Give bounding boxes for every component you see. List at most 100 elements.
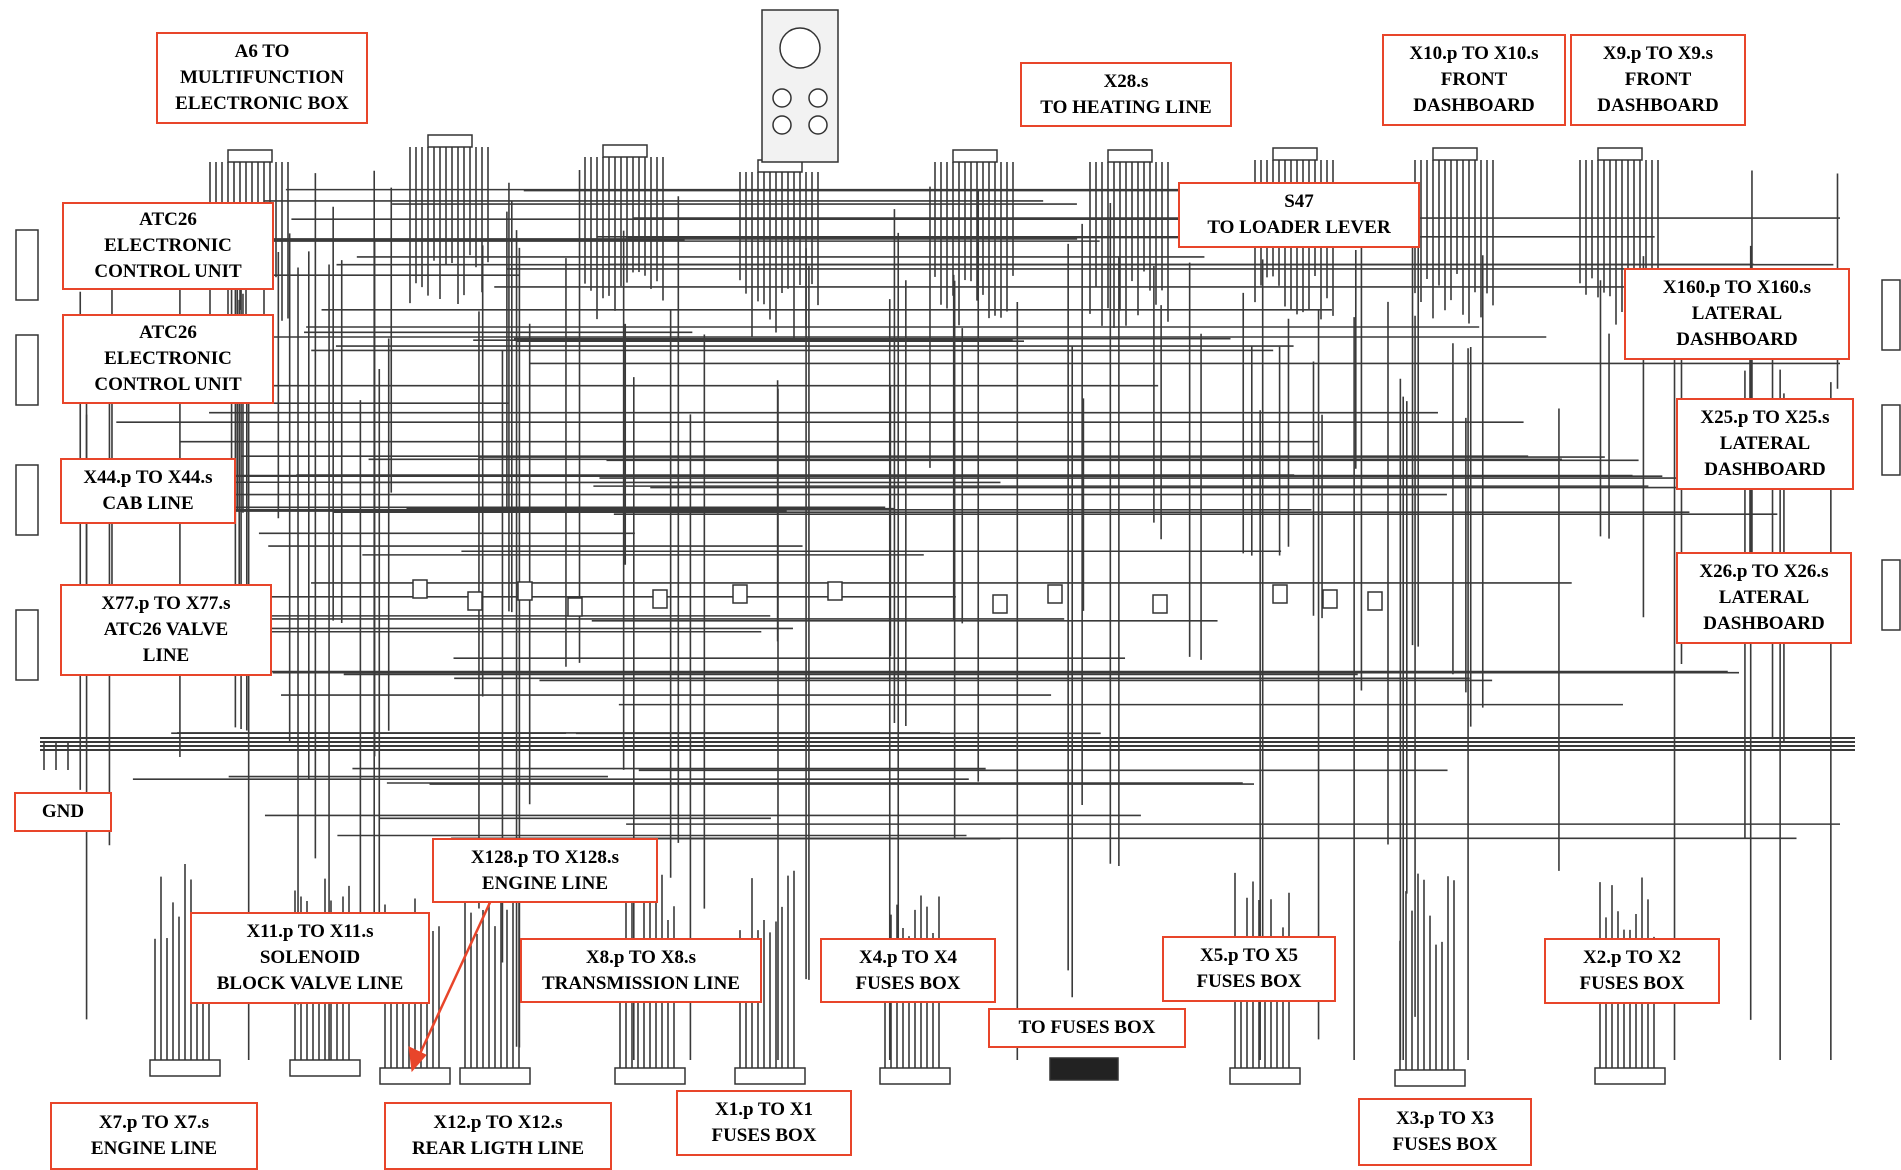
label-line: TO HEATING LINE — [1040, 96, 1212, 118]
label-line: ELECTRONIC BOX — [175, 93, 349, 114]
label-line: X77.p TO X77.s — [101, 593, 231, 614]
label-line: GND — [41, 801, 85, 822]
label-line: CAB LINE — [102, 493, 194, 514]
inline-component — [412, 579, 428, 599]
gauge-icon — [772, 88, 792, 108]
label-line: X2.p TO X2 — [1582, 947, 1682, 968]
label-line: ATC26 — [139, 322, 197, 343]
connector-bottom — [379, 1067, 451, 1085]
label-line: DASHBOARD — [1597, 95, 1719, 116]
connector-left — [15, 334, 39, 406]
label-line: FRONT — [1624, 69, 1692, 90]
label-line: X25.p TO X25.s — [1700, 407, 1830, 428]
label-line: X1.p TO X1 — [714, 1099, 814, 1120]
label-line: FRONT — [1440, 69, 1508, 90]
label-line: X44.p TO X44.s — [83, 467, 213, 488]
label-line: X4.p TO X4 — [858, 946, 958, 968]
connector-bottom — [879, 1067, 951, 1085]
gauge-icon — [808, 115, 828, 135]
label-line: DASHBOARD — [1413, 95, 1535, 116]
label-to-fuses-box: TO FUSES BOX — [988, 1008, 1186, 1048]
label-line: S47 — [1284, 191, 1314, 212]
label-line: REAR LIGTH LINE — [411, 1138, 585, 1159]
harness-components — [15, 9, 1901, 1087]
label-line: X28.s — [1103, 70, 1149, 92]
connector-bottom — [289, 1059, 361, 1077]
gauge-icon — [808, 88, 828, 108]
label-line: X12.p TO X12.s — [433, 1112, 563, 1133]
label-line: X11.p TO X11.s — [246, 921, 374, 942]
label-x1-fuses-box: X1.p TO X1 FUSES BOX — [676, 1090, 852, 1156]
label-line: FUSES BOX — [711, 1125, 817, 1146]
label-line: X8.p TO X8.s — [585, 946, 697, 968]
label-line: TO LOADER LEVER — [1207, 217, 1391, 238]
inline-component — [732, 584, 748, 604]
connector-right — [1881, 404, 1901, 476]
inline-component — [827, 581, 843, 601]
label-line: ELECTRONIC — [104, 235, 232, 256]
label-gnd: GND — [14, 792, 112, 832]
fuse-box-connector — [1049, 1057, 1119, 1081]
connector-bottom — [1229, 1067, 1301, 1085]
pointer-arrow-shaft — [416, 895, 495, 1059]
connector-top — [427, 134, 473, 148]
label-line: ENGINE LINE — [481, 872, 609, 894]
label-line: LATERAL — [1719, 433, 1811, 454]
label-line: X26.p TO X26.s — [1699, 561, 1829, 582]
connector-right — [1881, 559, 1901, 631]
connector-top — [1107, 149, 1153, 163]
label-x4-fuses-box: X4.p TO X4 FUSES BOX — [820, 938, 996, 1003]
inline-component — [1047, 584, 1063, 604]
connector-bottom — [1594, 1067, 1666, 1085]
harness-wires — [40, 147, 1855, 1070]
inline-component — [467, 591, 483, 611]
inline-component — [1272, 584, 1288, 604]
label-line: ELECTRONIC — [104, 348, 232, 369]
inline-component — [567, 597, 583, 617]
label-line: X9.p TO X9.s — [1602, 43, 1714, 64]
connector-bottom — [149, 1059, 221, 1077]
label-line: ENGINE LINE — [90, 1138, 218, 1159]
label-line: SOLENOID — [259, 947, 361, 968]
label-line: X3.p TO X3 — [1395, 1108, 1495, 1129]
label-line: MULTIFUNCTION — [180, 67, 344, 88]
label-line: X160.p TO X160.s — [1662, 277, 1812, 298]
connector-top — [1272, 147, 1318, 161]
connector-bottom — [459, 1067, 531, 1085]
gauge-icon — [779, 27, 821, 69]
label-line: FUSES BOX — [1196, 971, 1302, 992]
connector-left — [15, 229, 39, 301]
inline-component — [992, 594, 1008, 614]
pointer-arrow-head — [408, 1046, 427, 1073]
label-line: FUSES BOX — [1579, 973, 1685, 994]
label-line: LATERAL — [1691, 303, 1783, 324]
inline-component — [517, 581, 533, 601]
label-line: DASHBOARD — [1703, 613, 1825, 634]
gauge-icon — [772, 115, 792, 135]
label-line: BLOCK VALVE LINE — [216, 973, 404, 994]
label-line: CONTROL UNIT — [94, 261, 242, 282]
label-line: FUSES BOX — [855, 972, 961, 994]
connector-right — [1881, 279, 1901, 351]
inline-component — [1322, 589, 1338, 609]
label-line: LINE — [142, 645, 190, 666]
label-s47-loader-lever: S47 TO LOADER LEVER — [1178, 182, 1420, 248]
connector-top — [952, 149, 998, 163]
inline-component — [1367, 591, 1383, 611]
connector-left — [15, 609, 39, 681]
